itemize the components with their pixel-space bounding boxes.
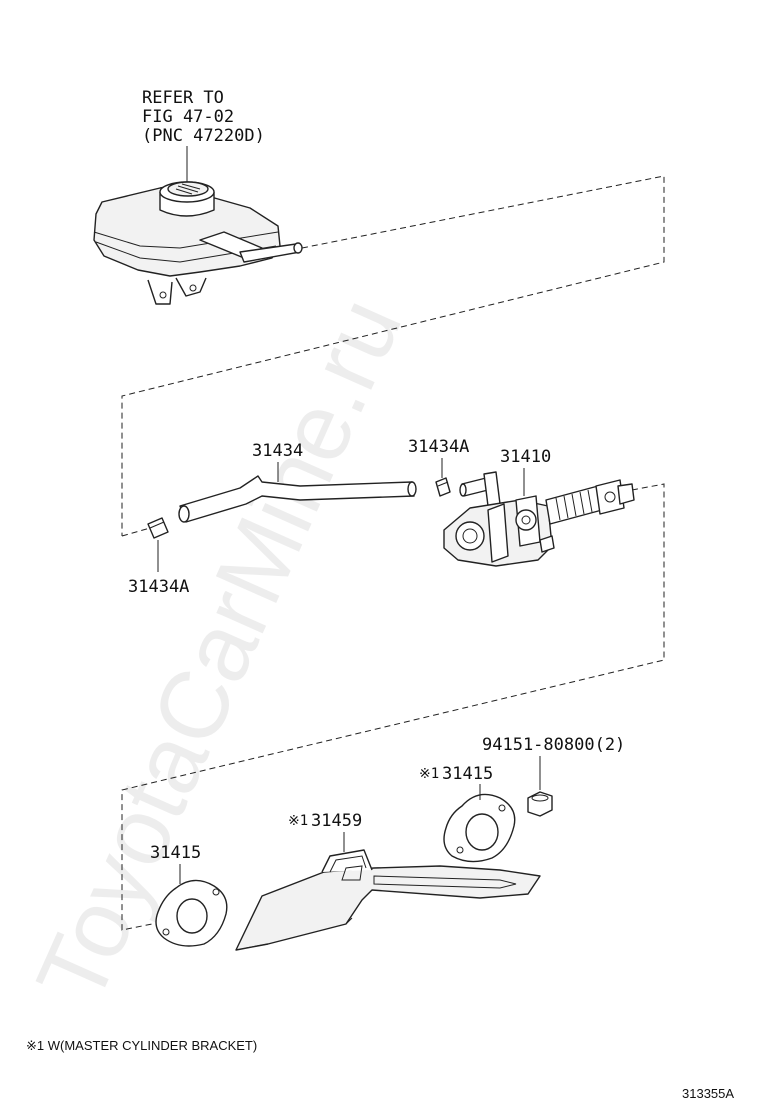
gasket-31415-left xyxy=(155,879,228,947)
label-31434a-lower: 31434A xyxy=(128,577,189,597)
lower-section-outline xyxy=(121,483,665,931)
label-31434: 31434 xyxy=(252,441,303,461)
figure-code: 313355A xyxy=(682,1086,734,1101)
gasket-31415-right xyxy=(443,793,516,863)
label-31410: 31410 xyxy=(500,447,551,467)
reference-line-3: (PNC 47220D) xyxy=(142,126,265,146)
mark-bracket: ※1 xyxy=(288,813,308,829)
label-nut: 94151-80800(2) xyxy=(482,735,625,755)
footnote: ※1 W(MASTER CYLINDER BRACKET) xyxy=(26,1038,257,1053)
reference-line-2: FIG 47-02 xyxy=(142,107,234,127)
label-31415-right: 31415 xyxy=(442,764,493,784)
reservoir-tank xyxy=(93,181,303,305)
clip-31434a-upper xyxy=(435,477,451,497)
hose-31434 xyxy=(178,475,417,523)
label-31434a-upper: 31434A xyxy=(408,437,469,457)
hose-to-clip-line xyxy=(121,527,151,537)
nut-94151-80800 xyxy=(527,791,553,817)
reference-line-1: REFER TO xyxy=(142,88,224,108)
clutch-master-cylinder-31410 xyxy=(443,471,635,567)
clip-31434a-lower xyxy=(147,517,169,539)
label-31459: 31459 xyxy=(311,811,362,831)
upper-section-outline xyxy=(121,175,665,536)
label-31415-left: 31415 xyxy=(150,843,201,863)
bracket-31459 xyxy=(235,849,541,951)
mark-gasket-right: ※1 xyxy=(419,766,439,782)
